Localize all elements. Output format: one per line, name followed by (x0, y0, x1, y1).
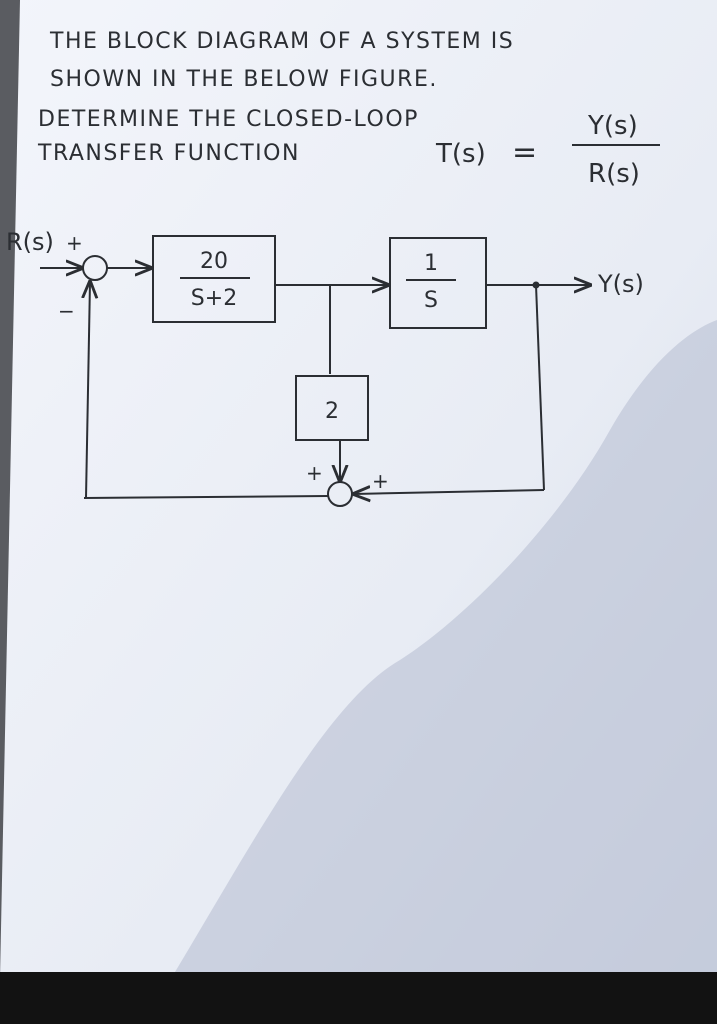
output-label: Y(s) (597, 270, 644, 298)
block-2 (389, 237, 487, 329)
question-line-3: DETERMINE THE CLOSED-LOOP (38, 107, 419, 132)
question-line-2: SHOWN IN THE BELOW FIGURE. (50, 67, 438, 92)
sum2-plus-sign-right: + (372, 469, 389, 493)
feedback-minus-sign: − (58, 299, 75, 323)
sum2-feedback-up-arrow (86, 282, 90, 499)
tf-numerator: Y(s) (587, 111, 638, 141)
sum2-feedback-left (83, 495, 329, 499)
summing-junction-2 (327, 481, 353, 507)
output-feedback-to-sum2-arrow (354, 490, 545, 494)
tf-denominator: R(s) (588, 159, 640, 189)
block-2-numerator: 1 (424, 251, 438, 276)
tf-lhs: T(s) (435, 139, 486, 169)
question-line-1: THE BLOCK DIAGRAM OF A SYSTEM IS (49, 29, 514, 54)
question-line-4: TRANSFER FUNCTION (37, 141, 300, 166)
hand-shadow (175, 320, 717, 972)
output-feedback-down (535, 284, 545, 491)
block-3 (295, 375, 369, 441)
block-1-numerator: 20 (200, 249, 228, 274)
input-label: R(s) (6, 228, 54, 256)
sum2-plus-sign-top: + (306, 461, 323, 485)
block-3-value: 2 (325, 399, 339, 424)
block-1 (152, 235, 276, 323)
block-2-denominator: S (424, 288, 438, 313)
block-1-denominator: S+2 (191, 286, 237, 311)
input-plus-sign: + (66, 231, 83, 255)
table-edge (0, 972, 717, 1024)
tf-equals: = (512, 135, 537, 170)
